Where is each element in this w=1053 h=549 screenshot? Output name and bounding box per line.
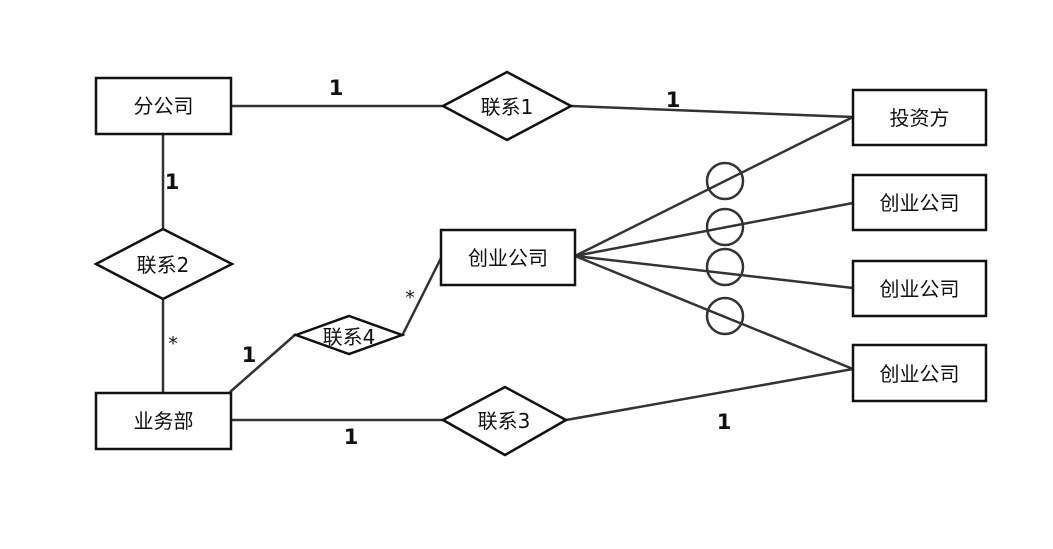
entities xyxy=(94,76,988,451)
line-dept-r4 xyxy=(229,333,297,393)
relationship-r1-label: 联系1 xyxy=(481,95,534,119)
line-r1-investor xyxy=(570,104,854,119)
entity-startup-center-box[interactable] xyxy=(439,228,577,287)
cardinality-labels: 1 1 1 * 1 * 1 1 xyxy=(165,76,732,449)
cardinality-branch-r2: 1 xyxy=(165,170,180,194)
line-startup-startup1 xyxy=(574,201,854,258)
entity-startup-center-label: 创业公司 xyxy=(468,246,548,270)
entity-dept-label: 业务部 xyxy=(134,409,194,433)
cardinality-r3-startup: 1 xyxy=(717,410,732,434)
entity-labels: 分公司 投资方 创业公司 创业公司 创业公司 创业公司 业务部 xyxy=(134,94,960,433)
entity-branch-label: 分公司 xyxy=(134,94,194,118)
entity-startup3-label: 创业公司 xyxy=(880,362,960,386)
cardinality-r2-dept: * xyxy=(168,333,178,355)
relationship-r1-diamond[interactable] xyxy=(440,70,574,142)
entity-dept-box[interactable] xyxy=(94,391,233,451)
entity-investor-box[interactable] xyxy=(851,88,988,147)
entity-branch-box[interactable] xyxy=(94,76,233,136)
entity-startup2-box[interactable] xyxy=(851,259,988,318)
entity-startup3-box[interactable] xyxy=(851,343,988,403)
relationship-r2-diamond[interactable] xyxy=(93,227,235,301)
relationships xyxy=(93,70,574,457)
line-startup-investor xyxy=(574,115,854,258)
relationship-r4-diamond[interactable] xyxy=(292,314,406,356)
line-startup-startup2 xyxy=(574,254,854,290)
relationship-r3-diamond[interactable] xyxy=(440,385,569,457)
cardinality-r4-startup: * xyxy=(405,287,415,309)
circle-marker xyxy=(705,296,745,336)
relationship-labels: 联系1 联系2 联系4 联系3 xyxy=(137,95,534,433)
relationship-r3-label: 联系3 xyxy=(478,409,531,433)
relationship-r4-label: 联系4 xyxy=(323,325,376,349)
entity-startup1-label: 创业公司 xyxy=(880,191,960,215)
cardinality-dept-r3: 1 xyxy=(344,425,359,449)
relationship-r2-label: 联系2 xyxy=(137,253,190,277)
disjoint-circles xyxy=(705,161,745,336)
circle-marker xyxy=(705,207,745,247)
entity-startup1-box[interactable] xyxy=(851,173,988,232)
circle-marker xyxy=(705,247,745,287)
cardinality-branch-r1: 1 xyxy=(329,76,344,100)
cardinality-dept-r4: 1 xyxy=(242,343,257,367)
line-r3-startup3 xyxy=(565,367,854,422)
entity-investor-label: 投资方 xyxy=(890,106,950,130)
connector-lines xyxy=(161,104,854,422)
line-r4-startup xyxy=(400,257,443,337)
line-startup-startup3 xyxy=(574,254,854,371)
cardinality-r1-investor: 1 xyxy=(666,88,681,112)
circle-marker xyxy=(705,161,745,201)
entity-startup2-label: 创业公司 xyxy=(880,277,960,301)
